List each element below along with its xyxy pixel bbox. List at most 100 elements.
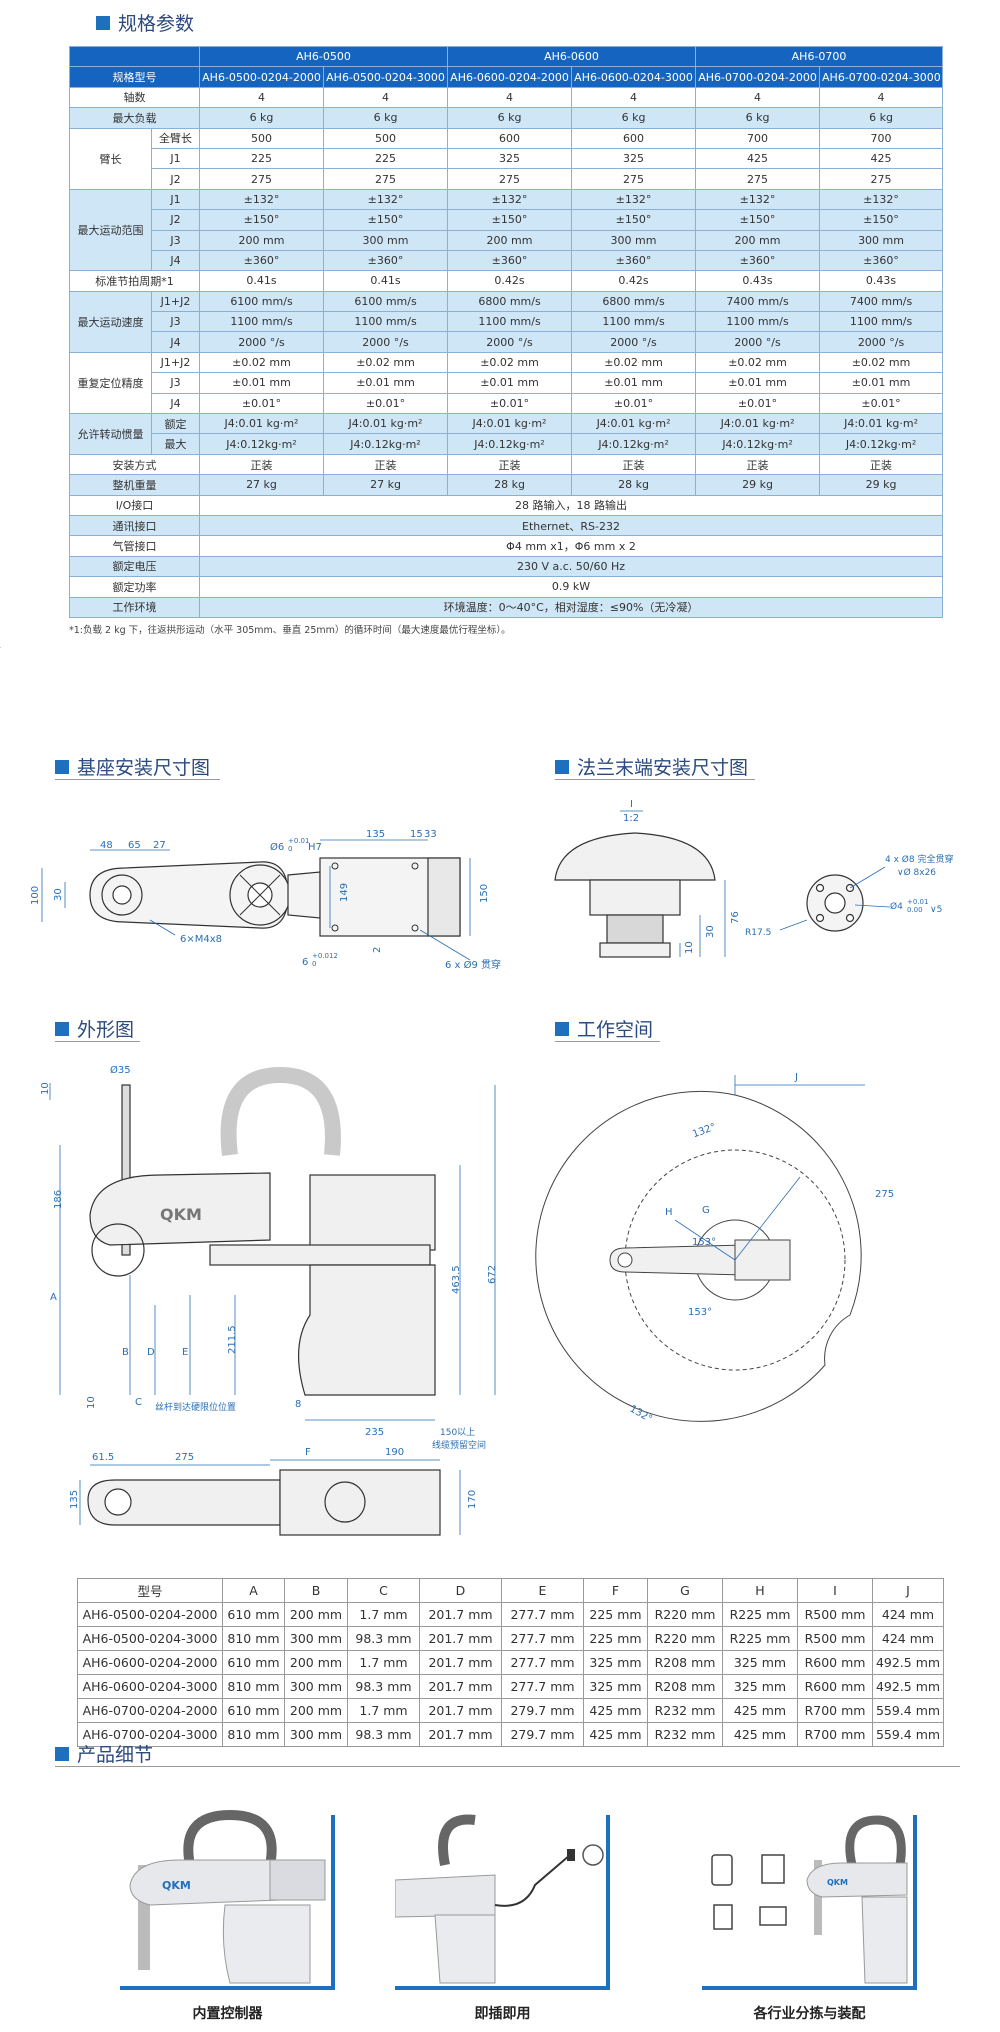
title-underline — [55, 779, 220, 780]
base-connector-block — [427, 857, 461, 937]
leader-line — [149, 919, 176, 936]
flange-end — [606, 914, 664, 944]
spec-cell: 27 kg — [322, 474, 449, 496]
spec-cell: 300 mm — [571, 229, 697, 251]
spec-cell: ±0.02 mm — [819, 351, 944, 374]
socket-icon — [582, 1844, 604, 1866]
spec-row-sublabel: J2 — [151, 209, 200, 231]
dimension-cell: 225 mm — [583, 1602, 648, 1627]
top-view-end — [104, 1488, 132, 1516]
spec-cell: J4:0.01 kg·m² — [447, 413, 573, 435]
spec-cell: ±0.01 mm — [695, 372, 821, 394]
workspace-base — [734, 1239, 791, 1281]
dimension-cell: 425 mm — [583, 1698, 648, 1723]
spec-cell: 0.41s — [322, 270, 449, 292]
spec-cell: 1100 mm/s — [695, 311, 821, 333]
dimension-cell: 492.5 mm — [872, 1650, 944, 1675]
spec-cell: 2000 °/s — [819, 331, 944, 353]
dim-label: 4 x Ø8 完全贯穿 — [885, 853, 953, 865]
upper-arm — [806, 1862, 908, 1898]
robot-image — [394, 1814, 604, 1984]
dimension-cell: AH6-0500-0204-3000 — [77, 1626, 223, 1651]
dimension-cell: 277.7 mm — [501, 1650, 584, 1675]
spec-cell: ±0.02 mm — [695, 351, 821, 374]
dimension-cell: R220 mm — [647, 1602, 723, 1627]
dimension-cell: 279.7 mm — [501, 1722, 584, 1747]
spec-row-label: 最大运动范围 — [69, 188, 152, 272]
spec-row-label: 允许转动惯量 — [69, 413, 152, 455]
spec-cell: ±0.01° — [571, 392, 697, 415]
mount-hole — [411, 862, 419, 870]
spec-cell: 275 — [199, 168, 324, 190]
spec-row: J4±360°±360°±360°±360°±360°±360° — [70, 249, 944, 272]
spec-model-header: AH6-0700-0204-2000 — [695, 66, 821, 88]
section-title-text: 产品细节 — [77, 1744, 154, 1766]
spec-cell: 2000 °/s — [322, 331, 449, 353]
spec-cell: 6100 mm/s — [199, 290, 324, 313]
dim-label: 8 — [295, 1399, 301, 1410]
spec-cell: ±132° — [322, 188, 449, 211]
spec-cell: 2000 °/s — [571, 331, 697, 353]
spec-cell: ±360° — [322, 249, 449, 272]
spec-cell: 225 — [199, 147, 324, 170]
flange-drawing: I 1:2 76 30 10 4 x Ø8 完全贯穿 ∨Ø 8x26 Ø4 +0… — [554, 799, 953, 958]
spec-cell: J4:0.12kg·m² — [322, 433, 449, 455]
dim-label: 10 — [86, 1396, 97, 1409]
dimension-header-cell: F — [583, 1578, 648, 1603]
dim-label: 2 — [372, 947, 383, 953]
ball-screw-shaft — [814, 1860, 822, 1935]
spec-cell: 29 kg — [819, 474, 944, 496]
dim-label: ∨5 — [930, 905, 942, 915]
spec-row-label: 额定功率 — [69, 576, 200, 598]
spec-cell: ±132° — [819, 188, 944, 211]
spec-row-sublabel: J3 — [151, 372, 200, 394]
spec-cell: 1100 mm/s — [571, 311, 697, 333]
spec-row-sublabel: 全臂长 — [151, 127, 200, 149]
dimension-cell: 425 mm — [583, 1722, 648, 1747]
dim-label: C — [135, 1397, 142, 1408]
spec-cell: 1100 mm/s — [199, 311, 324, 333]
spec-cell: 正装 — [695, 453, 821, 476]
dim-label: 672 — [487, 1265, 498, 1284]
dim-label: 10 — [40, 1082, 51, 1095]
spec-cell: ±150° — [819, 209, 944, 231]
cable-loop — [220, 1066, 341, 1156]
spec-cell: J4:0.12kg·m² — [571, 433, 697, 455]
spec-cell: 正装 — [819, 453, 944, 476]
section-marker — [555, 759, 569, 774]
spec-cell: 29 kg — [695, 474, 821, 496]
dimension-cell: 424 mm — [872, 1602, 944, 1627]
spec-cell: ±360° — [571, 249, 697, 272]
dim-label: 27 — [153, 840, 166, 851]
spec-cell: 425 — [695, 147, 821, 170]
mount-hole — [331, 924, 339, 932]
dim-label: 153° — [692, 1237, 716, 1248]
dim-label: 235 — [365, 1427, 384, 1438]
dimension-cell: 325 mm — [583, 1674, 648, 1699]
leader-line — [779, 919, 808, 931]
spec-cell: ±0.02 mm — [322, 351, 449, 374]
dimension-cell: R232 mm — [647, 1698, 723, 1723]
dim-label: 65 — [128, 840, 141, 851]
spec-cell: 1100 mm/s — [447, 311, 573, 333]
flange-center-hole — [824, 892, 846, 914]
spec-cell: ±150° — [447, 209, 573, 231]
spec-row-label: 额定电压 — [69, 555, 200, 578]
top-view-base — [279, 1469, 441, 1536]
dimension-cell: R220 mm — [647, 1626, 723, 1651]
controller-block — [269, 1859, 326, 1901]
spec-cell: 300 mm — [819, 229, 944, 251]
spec-row: 安装方式正装正装正装正装正装正装 — [69, 453, 944, 476]
dim-note: 150以上 — [440, 1427, 475, 1438]
spec-cell: ±0.01 mm — [819, 372, 944, 394]
